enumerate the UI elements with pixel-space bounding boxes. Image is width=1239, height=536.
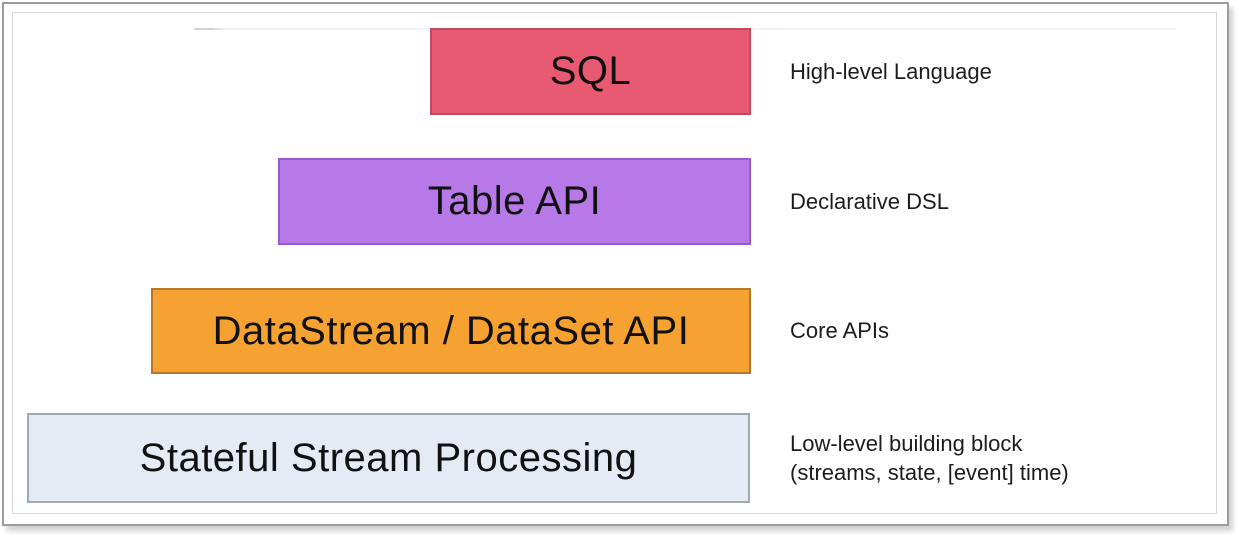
layer-description-table-api: Declarative DSL bbox=[790, 188, 949, 214]
layer-box-table-api: Table API bbox=[278, 158, 751, 245]
layer-box-sql-label: SQL bbox=[549, 49, 632, 93]
layer-box-datastream-dataset-api-label: DataStream / DataSet API bbox=[212, 308, 690, 353]
slide-inner-frame bbox=[12, 12, 1217, 514]
layer-box-stateful-stream-processing-label: Stateful Stream Processing bbox=[139, 435, 638, 480]
layer-description-sql: High-level Language bbox=[790, 58, 992, 84]
layer-box-datastream-dataset-api: DataStream / DataSet API bbox=[151, 288, 751, 374]
layer-box-stateful-stream-processing: Stateful Stream Processing bbox=[27, 413, 750, 503]
layer-description-stateful-stream-processing: Low-level building block (streams, state… bbox=[790, 430, 1069, 485]
layer-box-sql: SQL bbox=[430, 28, 751, 115]
layer-box-table-api-label: Table API bbox=[427, 179, 602, 223]
layer-description-core-apis: Core APIs bbox=[790, 318, 890, 344]
